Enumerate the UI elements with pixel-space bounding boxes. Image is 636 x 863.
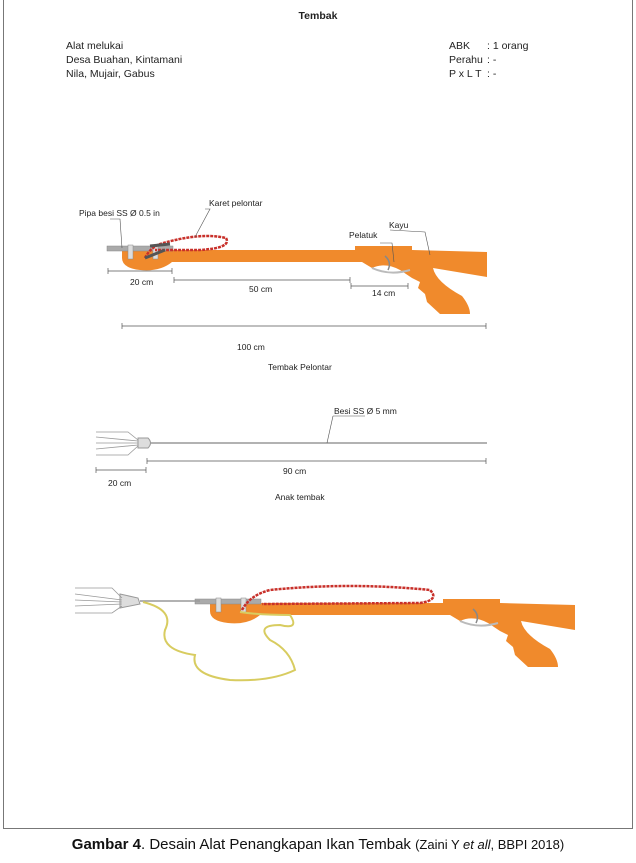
abk-label: ABK: [449, 40, 471, 52]
spear-dimension-lines: [95, 458, 487, 473]
gun-dimension-lines: [107, 268, 487, 329]
plt-label: P x L T: [449, 68, 482, 80]
info-type: Alat melukai: [66, 40, 124, 52]
source-b: , BBPI 2018): [490, 837, 565, 852]
spear-drawing: [95, 415, 487, 456]
figure-text: . Desain Alat Penangkapan Ikan Tembak: [141, 836, 416, 853]
dim-spear-20cm: 20 cm: [108, 478, 132, 488]
perahu-label: Perahu: [449, 54, 483, 66]
spear-caption: Anak tembak: [275, 492, 325, 502]
abk-value: : 1 orang: [487, 40, 529, 52]
page-title: Tembak: [298, 10, 338, 22]
plt-value: : -: [487, 68, 497, 80]
page-frame: [3, 0, 633, 829]
assembled-speargun-drawing: [74, 584, 576, 682]
figure-caption: Gambar 4. Desain Alat Penangkapan Ikan T…: [0, 836, 636, 853]
trigger-label: Pelatuk: [349, 230, 378, 240]
wood-label: Kayu: [389, 220, 409, 230]
dim-50cm: 50 cm: [249, 284, 273, 294]
source-a: (Zaini Y: [415, 837, 464, 852]
dim-100cm: 100 cm: [237, 342, 265, 352]
gun-caption: Tembak Pelontar: [268, 362, 332, 372]
gun-leader-lines: [110, 208, 431, 263]
source-italic: et all: [463, 837, 491, 852]
speargun-drawing: [106, 234, 488, 315]
dim-20cm: 20 cm: [130, 277, 154, 287]
spear-label: Besi SS Ø 5 mm: [334, 406, 397, 416]
pipe-label: Pipa besi SS Ø 0.5 in: [79, 208, 160, 218]
figure-number: Gambar 4: [71, 836, 141, 853]
dim-14cm: 14 cm: [372, 288, 396, 298]
rubber-label: Karet pelontar: [209, 198, 263, 208]
dim-spear-90cm: 90 cm: [283, 466, 307, 476]
info-location: Desa Buahan, Kintamani: [66, 54, 183, 66]
info-fish: Nila, Mujair, Gabus: [66, 68, 155, 80]
perahu-value: : -: [487, 54, 497, 66]
